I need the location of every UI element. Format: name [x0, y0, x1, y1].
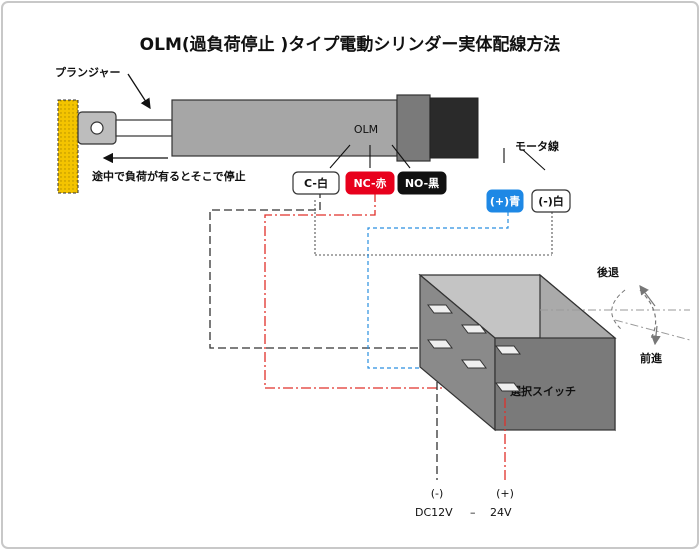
- voltage-right: 24V: [490, 506, 512, 519]
- plunger-label: プランジャー: [55, 65, 120, 79]
- tag-motor-minus-label: (-)白: [538, 194, 564, 208]
- terminal-1: [427, 304, 453, 314]
- tag-nc-red: [345, 171, 395, 195]
- page-title: OLM(過負荷停止 )タイプ電動シリンダー実体配線方法: [140, 34, 561, 55]
- wire-nc-red: [264, 192, 498, 389]
- tag-nc-red-label: NC-赤: [353, 176, 386, 190]
- switch-label: 選択スイッチ: [510, 384, 576, 398]
- voltage-dash: –: [470, 506, 476, 519]
- rod-end-hole: [90, 121, 104, 135]
- olm-unit: [396, 94, 431, 162]
- mount-bracket: [57, 99, 79, 194]
- reverse-arrow: [639, 285, 656, 307]
- lever-guide-bottom: [614, 319, 691, 341]
- terminal-6: [495, 382, 521, 392]
- tag-motor-plus: [486, 189, 524, 213]
- tag-motor-minus: [531, 189, 571, 213]
- tag-c-white: [292, 171, 340, 195]
- voltage-left: DC12V: [415, 506, 453, 519]
- terminal-3: [495, 345, 521, 355]
- power-plus-label: (+): [496, 487, 514, 500]
- terminal-2: [461, 324, 487, 334]
- tag-motor-plus-label: (+)青: [490, 194, 520, 208]
- tag-no-black: [397, 171, 447, 195]
- terminal-5: [461, 359, 487, 369]
- lever-arc-inner: [611, 289, 626, 331]
- wire-c-white: [209, 190, 432, 349]
- tag-c-white-label: C-白: [304, 176, 328, 190]
- forward-arrow: [651, 325, 661, 346]
- reverse-label: 後退: [597, 265, 619, 279]
- power-minus-label: (-): [431, 487, 444, 500]
- switch-terminals: [427, 304, 521, 392]
- wire-motor-blue: [367, 212, 509, 369]
- cylinder-body: [171, 99, 398, 157]
- terminal-4: [427, 339, 453, 349]
- motor-unit: [429, 97, 479, 159]
- tag-no-black-label: NO-黒: [405, 177, 439, 190]
- motor-wire-label: モータ線: [515, 139, 559, 153]
- no-leader: [391, 144, 411, 169]
- plunger-leader-arrow: [127, 73, 151, 110]
- stop-note: 途中で負荷が有るとそこで停止: [92, 169, 246, 183]
- motor-minus-leader: [522, 149, 546, 171]
- forward-label: 前進: [640, 351, 663, 365]
- c-leader: [329, 144, 351, 169]
- plunger-rod: [115, 119, 173, 137]
- olm-label: OLM: [354, 123, 378, 136]
